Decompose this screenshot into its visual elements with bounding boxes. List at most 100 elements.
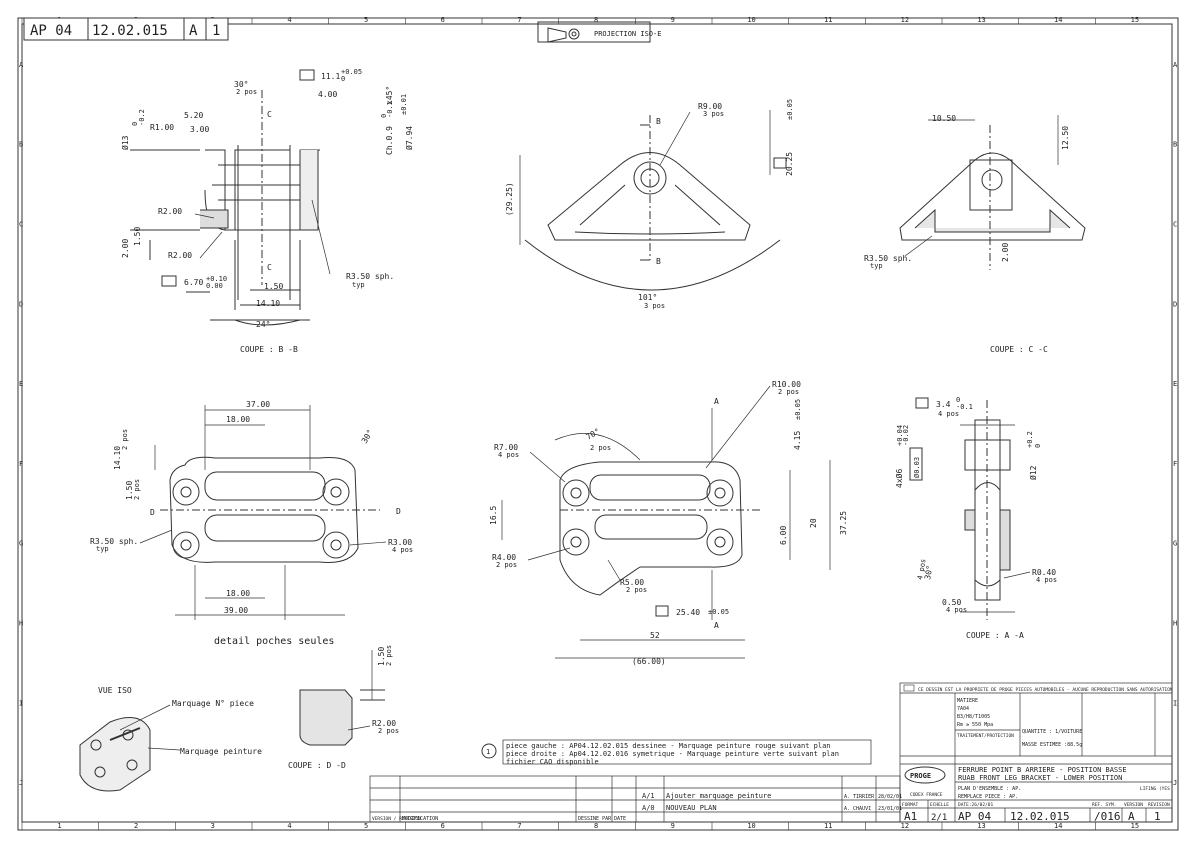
dim-bb-28: 1.50 (264, 282, 283, 291)
header-cell-4: 1 (212, 23, 220, 39)
title-block (899, 682, 1173, 823)
dim-plan-7: 4 pos (498, 451, 519, 459)
dim-cc-4: typ (870, 262, 883, 270)
grid-letter-right-C: C (1173, 221, 1177, 229)
revision-row-1-rev: A/1 (642, 792, 655, 800)
dim-plan-21: 52 (650, 631, 660, 640)
title-block-text: CE DESSIN EST LA PROPRIETE DE PROGE PIEC… (902, 684, 1173, 823)
dim-bb-11: R1.00 (150, 123, 174, 132)
label-coupe-b-b: COUPE : B -B (240, 345, 298, 354)
header-box: AP 04 12.02.015 A 1 (23, 17, 229, 41)
grid-letter-right-D: D (1173, 300, 1177, 308)
dim-bb-9: -0.2 (138, 109, 146, 126)
grid-number-top-9: 9 (671, 16, 675, 24)
label-coupe-d-d: COUPE : D -D (288, 761, 346, 770)
grid-number-top-11: 11 (824, 16, 832, 24)
dim-plan-19: ±0.05 (708, 608, 729, 616)
dim-plan-16: R5.00 (620, 578, 644, 587)
quantity: QUANTITE : 1/VOITURE (1022, 729, 1082, 735)
dim-det-12: R3.00 (388, 538, 412, 547)
dim-bb-19: C (267, 110, 272, 119)
dim-aa-12: 30° (923, 565, 934, 581)
dim-top-8: 101° (638, 293, 657, 302)
dim-plan-15: 2 pos (496, 561, 517, 569)
dim-aa-4: 4 pos (938, 410, 959, 418)
grid-letter-left-E: E (19, 380, 23, 388)
dim-bb-27: C (267, 263, 272, 272)
dim-plan-2: 2 pos (778, 388, 799, 396)
revision-row-2-desc: NOUVEAU PLAN (666, 804, 717, 812)
grid-number-top-10: 10 (747, 16, 755, 24)
grid-number-top-15: 15 (1131, 16, 1139, 24)
dim-aa-6: +0.04 (896, 425, 904, 446)
dim-det-10: R3.50 sph. (90, 537, 138, 546)
ref-sym-label: REF. SYM. (1092, 802, 1116, 808)
dim-bb-6: 4.00 (318, 90, 337, 99)
grid-letter-left-B: B (19, 141, 23, 149)
dim-plan-8: 4.15 (793, 431, 802, 450)
dim-plan-14: R4.00 (492, 553, 516, 562)
dim-bb-13: Ch.0.9 (385, 126, 394, 155)
revision-label-modification: MODIFICATION (402, 816, 438, 822)
grid-letter-right-G: G (1173, 540, 1177, 548)
assembly-plan: PLAN D'ENSEMBLE : AP. (958, 786, 1021, 792)
format-label: FORMAT (902, 802, 919, 808)
revision-table (369, 775, 901, 823)
grid-number-top-12: 12 (901, 16, 909, 24)
lifing: LIFING (YES (1140, 786, 1170, 792)
grid-number-bottom-3: 3 (211, 822, 215, 830)
drawing-number-3: /016 (1094, 810, 1121, 823)
dim-bb-10: 5.20 (184, 111, 203, 120)
dim-aa-2: 0 (956, 396, 960, 404)
replaces-part: REMPLACE PIECE : AP. (958, 794, 1018, 800)
section-d-d (299, 650, 385, 746)
plan-view-dims: R10.00 2 pos A 70° 2 pos R7.00 4 pos 4.1… (489, 380, 848, 666)
grid-letter-right-E: E (1173, 380, 1177, 388)
grid-number-bottom-14: 14 (1054, 822, 1062, 830)
material-spec: B3/H8/T1005 (957, 714, 990, 720)
grid-number-bottom-1: 1 (57, 822, 61, 830)
drawing-frame (17, 17, 1179, 831)
dim-top-4: B (656, 257, 661, 266)
grid-number-bottom-11: 11 (824, 822, 832, 830)
grid-letter-left-J: J (19, 779, 23, 787)
drawing-revision: 1 (1154, 810, 1161, 823)
drawing-date: DATE:26/02/01 (958, 802, 994, 808)
grid-number-bottom-5: 5 (364, 822, 368, 830)
grid-letter-left-A: A (19, 61, 24, 69)
grid-number-bottom-13: 13 (977, 822, 985, 830)
treatment-label: TRAITEMENT/PROTECTION (957, 733, 1014, 739)
drawing-title-en: RUAB FRONT LEG BRACKET - LOWER POSITION (958, 774, 1122, 782)
top-view (519, 110, 781, 291)
dim-plan-22: (66.00) (632, 657, 666, 666)
section-c-c-dims: 10.50 12.50 R3.50 sph. typ 2.00 (864, 114, 1070, 270)
dim-det-6: 2 pos (133, 479, 141, 500)
grid-letter-right-J: J (1173, 779, 1177, 787)
dim-aa-16: 0.50 (942, 598, 961, 607)
iso-view (79, 704, 181, 792)
grid-number-bottom-9: 9 (671, 822, 675, 830)
dim-bb-3: 11.1 (321, 72, 340, 81)
grid-number-bottom-6: 6 (441, 822, 445, 830)
revision-label: REVISION (1148, 802, 1170, 808)
dim-plan-6: R7.00 (494, 443, 518, 452)
grid-number-bottom-8: 8 (594, 822, 598, 830)
dim-aa-9: Ø12 (1028, 465, 1038, 480)
dim-bb-23: R2.00 (168, 251, 192, 260)
grid-number-top-13: 13 (977, 16, 985, 24)
label-detail-pockets: detail poches seules (214, 636, 334, 647)
dim-aa-11: 0 (1034, 444, 1042, 448)
dim-plan-10: 16.5 (489, 506, 498, 525)
dim-bb-7: Ø13 (120, 135, 130, 150)
drawing-title-fr: FERRURE POINT B ARRIERE - POSITION BASSE (958, 766, 1127, 774)
note-line-1: piece gauche : AP04.12.02.015 dessinee -… (506, 742, 831, 750)
grid-number-top-8: 8 (594, 16, 598, 24)
dim-bb-32: 24° (256, 320, 270, 329)
dim-aa-14: R0.40 (1032, 568, 1056, 577)
dim-bb-24: 6.70 (184, 278, 203, 287)
dim-bb-2: 2 pos (236, 88, 257, 96)
dim-plan-4: 70° (585, 427, 602, 442)
grid-marks: 1122334455667788991010111112121313141415… (19, 16, 1178, 830)
dim-plan-17: 2 pos (626, 586, 647, 594)
